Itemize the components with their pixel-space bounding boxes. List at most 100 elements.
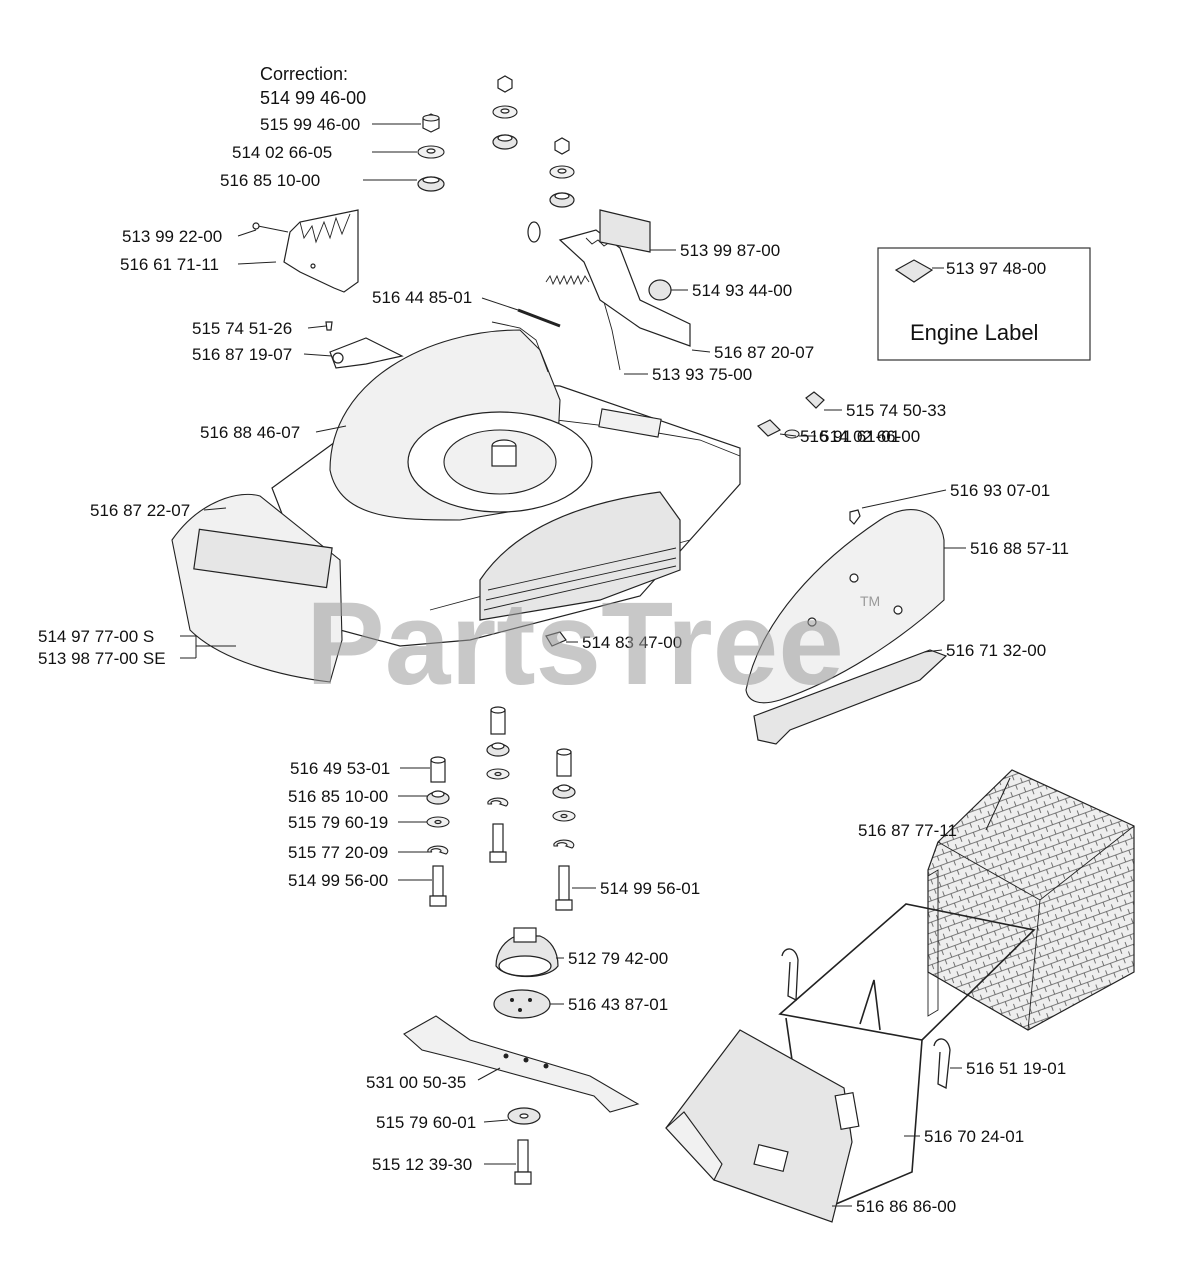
label-514-02-66-00[interactable]: 514 02 66-00 xyxy=(820,427,920,446)
height-adjuster-bracket-516-61-71-11[interactable] xyxy=(283,209,359,293)
label-515-99-46-00[interactable]: 515 99 46-00 xyxy=(260,115,360,134)
nut-515-99-46-00[interactable] xyxy=(422,113,440,133)
label-531-00-50-35[interactable]: 531 00 50-35 xyxy=(366,1073,466,1092)
label-516-70-24-01[interactable]: 516 70 24-01 xyxy=(924,1127,1024,1146)
label-516-49-53-01[interactable]: 516 49 53-01 xyxy=(290,759,390,778)
leader-531-00-50-35 xyxy=(477,1067,501,1081)
label-514-93-44-00[interactable]: 514 93 44-00 xyxy=(692,281,792,300)
leader-516-87-20-07 xyxy=(691,349,711,353)
label-516-71-32-00[interactable]: 516 71 32-00 xyxy=(946,641,1046,660)
knob-cap-514-93-44-00[interactable] xyxy=(648,279,672,301)
clip-516-91-61-01[interactable] xyxy=(756,419,782,437)
screw-516-93-07-01[interactable] xyxy=(849,509,861,525)
label-515-12-39-30[interactable]: 515 12 39-30 xyxy=(372,1155,472,1174)
adjuster-lever-516-87-20-07[interactable] xyxy=(527,221,691,347)
washer-516-85-10-00-mid[interactable] xyxy=(426,790,450,805)
blade-531-00-50-35[interactable] xyxy=(403,1015,640,1113)
label-515-74-50-33[interactable]: 515 74 50-33 xyxy=(846,401,946,420)
label-513-98-77-00[interactable]: 513 98 77-00 SE xyxy=(38,649,166,668)
washer-514-02-66-05[interactable] xyxy=(417,145,445,159)
label-514-99-56-00[interactable]: 514 99 56-00 xyxy=(288,871,388,890)
washer-515-79-60-19[interactable] xyxy=(426,816,450,828)
label-514-97-77-00[interactable]: 514 97 77-00 S xyxy=(38,627,154,646)
bolt-515-74-50-33[interactable] xyxy=(805,391,825,409)
leader-515-79-60-01 xyxy=(483,1119,509,1123)
engine-label-part-number[interactable]: 513 97 48-00 xyxy=(946,259,1046,278)
engine-label-decal-icon xyxy=(894,259,934,283)
label-516-87-22-07[interactable]: 516 87 22-07 xyxy=(90,501,190,520)
washer-right-column-2[interactable] xyxy=(552,810,576,822)
grass-bag-516-87-77-11[interactable] xyxy=(927,769,1135,1031)
washer-top-center-1[interactable] xyxy=(492,105,518,119)
washer-514-02-66-00[interactable] xyxy=(784,429,800,439)
label-515-74-51-26[interactable]: 515 74 51-26 xyxy=(192,319,292,338)
label-514-02-66-05[interactable]: 514 02 66-05 xyxy=(232,143,332,162)
label-516-86-86-00[interactable]: 516 86 86-00 xyxy=(856,1197,956,1216)
washer-right-column-1[interactable] xyxy=(552,784,576,799)
correction-title: Correction: xyxy=(260,64,348,84)
hinge-bracket-516-87-19-07[interactable] xyxy=(329,337,404,369)
nut-right-stack[interactable] xyxy=(554,137,570,155)
label-516-43-87-01[interactable]: 516 43 87-01 xyxy=(568,995,668,1014)
leader-516-93-07-01 xyxy=(861,489,947,509)
label-516-87-77-11[interactable]: 516 87 77-11 xyxy=(858,821,957,840)
label-514-99-56-01[interactable]: 514 99 56-01 xyxy=(600,879,700,898)
decal-513-99-87-00[interactable] xyxy=(599,209,651,253)
label-516-85-10-00-mid[interactable]: 516 85 10-00 xyxy=(288,787,388,806)
label-513-99-87-00[interactable]: 513 99 87-00 xyxy=(680,241,780,260)
leader-515-74-51-26 xyxy=(307,325,327,329)
washer-center-column-1[interactable] xyxy=(486,742,510,757)
washer-516-85-10-00-top[interactable] xyxy=(417,176,445,192)
side-cover-516-88-57-11[interactable] xyxy=(745,509,945,704)
label-515-79-60-19[interactable]: 515 79 60-19 xyxy=(288,813,388,832)
engine-label-caption: Engine Label xyxy=(910,320,1038,345)
label-512-79-42-00[interactable]: 512 79 42-00 xyxy=(568,949,668,968)
bolt-514-99-56-01[interactable] xyxy=(555,865,573,911)
leader-516-87-77-11 xyxy=(985,777,1011,831)
screw-513-99-22-00[interactable] xyxy=(252,222,289,233)
leader-516-91-61-01 xyxy=(779,433,797,437)
washer-center-column-2[interactable] xyxy=(486,768,510,780)
label-513-99-22-00[interactable]: 513 99 22-00 xyxy=(122,227,222,246)
leader-516-88-46-07 xyxy=(315,425,347,433)
engine-mount-ring xyxy=(407,411,593,513)
bushing-516-49-53-01[interactable] xyxy=(430,756,446,783)
hairpin-clip-516-51-19-01[interactable] xyxy=(933,1038,951,1090)
blade-adapter-516-43-87-01[interactable] xyxy=(493,989,551,1019)
label-516-61-71-11[interactable]: 516 61 71-11 xyxy=(120,255,219,274)
label-513-93-75-00[interactable]: 513 93 75-00 xyxy=(652,365,752,384)
washer-right-stack-2[interactable] xyxy=(549,192,575,208)
label-516-85-10-00-top[interactable]: 516 85 10-00 xyxy=(220,171,320,190)
catcher-chute-516-86-86-00[interactable] xyxy=(665,1029,860,1223)
bushing-center-column[interactable] xyxy=(490,706,506,735)
hairpin-clip-top[interactable] xyxy=(781,948,799,1002)
label-516-91-61-01[interactable]: 516 91 61-01 xyxy=(800,427,900,446)
bolt-center-column[interactable] xyxy=(489,823,507,863)
washer-right-stack-1[interactable] xyxy=(549,165,575,179)
label-516-87-19-07[interactable]: 516 87 19-07 xyxy=(192,345,292,364)
front-flap-516-87-22-07[interactable] xyxy=(171,493,343,683)
washer-top-center-2[interactable] xyxy=(492,134,518,150)
engine-label-box: 513 97 48-00 Engine Label xyxy=(877,247,1091,361)
spring-washer-right-column[interactable] xyxy=(553,839,575,849)
spring-washer-center-column[interactable] xyxy=(487,797,509,807)
label-516-44-85-01[interactable]: 516 44 85-01 xyxy=(372,288,472,307)
screw-515-74-51-26[interactable] xyxy=(325,321,333,331)
label-516-88-57-11[interactable]: 516 88 57-11 xyxy=(970,539,1069,558)
axle-rod-516-44-85-01[interactable] xyxy=(517,308,561,328)
washer-515-79-60-01[interactable] xyxy=(507,1107,541,1125)
label-515-77-20-09[interactable]: 515 77 20-09 xyxy=(288,843,388,862)
label-516-93-07-01[interactable]: 516 93 07-01 xyxy=(950,481,1050,500)
label-516-51-19-01[interactable]: 516 51 19-01 xyxy=(966,1059,1066,1078)
label-516-88-46-07[interactable]: 516 88 46-07 xyxy=(200,423,300,442)
spring-washer-515-77-20-09[interactable] xyxy=(427,845,449,855)
label-516-87-20-07[interactable]: 516 87 20-07 xyxy=(714,343,814,362)
bolt-515-12-39-30[interactable] xyxy=(514,1139,532,1185)
bolt-514-99-56-00[interactable] xyxy=(429,865,447,907)
label-514-83-47-00[interactable]: 514 83 47-00 xyxy=(582,633,682,652)
blade-hub-512-79-42-00[interactable] xyxy=(495,927,559,977)
bolt-514-83-47-00[interactable] xyxy=(545,631,567,647)
label-515-79-60-01[interactable]: 515 79 60-01 xyxy=(376,1113,476,1132)
nut-top-center[interactable] xyxy=(497,75,513,93)
bushing-right-column[interactable] xyxy=(556,748,572,777)
